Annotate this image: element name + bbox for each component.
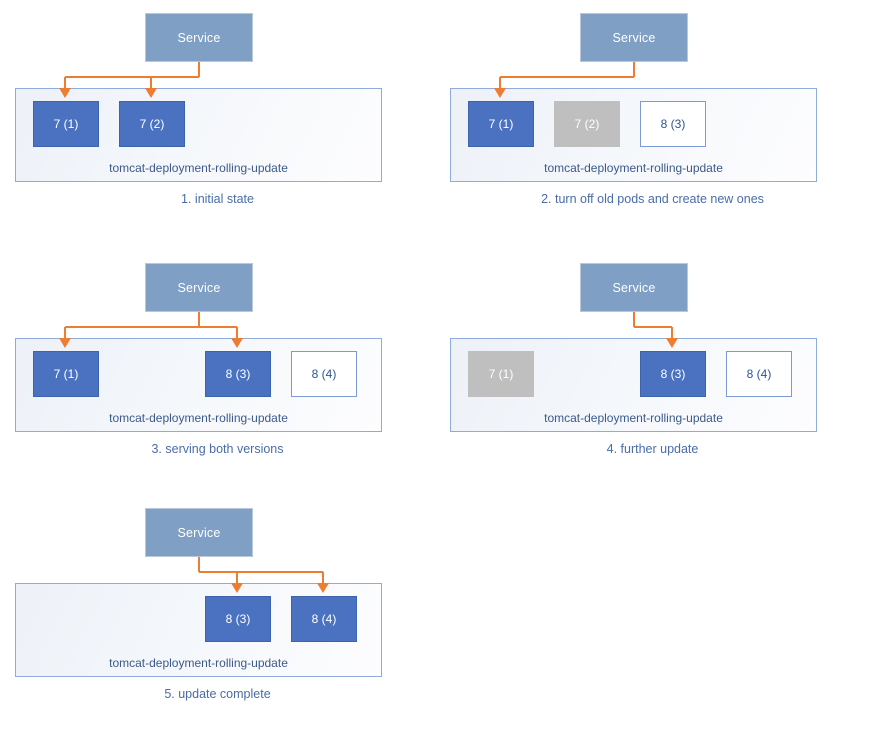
pod-box: 8 (3) (205, 596, 271, 642)
pod-slot-empty (119, 596, 185, 642)
pod-slot-empty (205, 101, 271, 147)
pod-slot-empty (726, 101, 792, 147)
panel-caption: 1. initial state (181, 192, 254, 206)
panel-caption: 5. update complete (164, 687, 271, 701)
pod-box: 7 (1) (468, 101, 534, 147)
pod-slot-empty (119, 351, 185, 397)
pod-box: 8 (3) (640, 101, 706, 147)
panel-caption: 3. serving both versions (151, 442, 284, 456)
pod-box: 8 (4) (291, 351, 357, 397)
panel-caption: 2. turn off old pods and create new ones (541, 192, 764, 206)
deployment-container: 7 (1) 7 (2) tomcat-deployment-rolling-upda… (15, 88, 382, 182)
pod-box: 8 (3) (640, 351, 706, 397)
panel-3: 7 (1) 8 (3) 8 (4)tomcat-deployment-rolling… (0, 250, 435, 490)
pod-box: 7 (1) (468, 351, 534, 397)
deployment-container: 7 (1) 8 (3) 8 (4)tomcat-deployment-rolling… (15, 338, 382, 432)
rolling-update-diagram: 7 (1) 7 (2) tomcat-deployment-rolling-upda… (0, 0, 870, 701)
service-box: Service (145, 263, 253, 312)
pod-box: 8 (4) (291, 596, 357, 642)
deployment-name-label: tomcat-deployment-rolling-update (544, 161, 723, 175)
panel-5: 8 (3) 8 (4)tomcat-deployment-rolling-upda… (0, 495, 435, 735)
panel-2: 7 (1) 7 (2) 8 (3) tomcat-deployment-rolling… (435, 0, 870, 240)
deployment-name-label: tomcat-deployment-rolling-update (109, 411, 288, 425)
pod-box: 8 (4) (726, 351, 792, 397)
pod-box: 8 (3) (205, 351, 271, 397)
panel-1: 7 (1) 7 (2) tomcat-deployment-rolling-upda… (0, 0, 435, 240)
pod-slot-empty (291, 101, 357, 147)
panel-caption: 4. further update (606, 442, 699, 456)
pod-box: 7 (2) (554, 101, 620, 147)
deployment-container: 7 (1) 8 (3) 8 (4)tomcat-deployment-rolling… (450, 338, 817, 432)
service-box: Service (580, 263, 688, 312)
pod-box: 7 (1) (33, 101, 99, 147)
pod-box: 7 (1) (33, 351, 99, 397)
service-box: Service (580, 13, 688, 62)
deployment-container: 8 (3) 8 (4)tomcat-deployment-rolling-upda… (15, 583, 382, 677)
pod-slot-empty (554, 351, 620, 397)
service-box: Service (145, 508, 253, 557)
deployment-container: 7 (1) 7 (2) 8 (3) tomcat-deployment-rolling… (450, 88, 817, 182)
deployment-name-label: tomcat-deployment-rolling-update (109, 161, 288, 175)
pod-slot-empty (33, 596, 99, 642)
panel-4: 7 (1) 8 (3) 8 (4)tomcat-deployment-rolling… (435, 250, 870, 490)
deployment-name-label: tomcat-deployment-rolling-update (544, 411, 723, 425)
deployment-name-label: tomcat-deployment-rolling-update (109, 656, 288, 670)
pod-box: 7 (2) (119, 101, 185, 147)
service-box: Service (145, 13, 253, 62)
